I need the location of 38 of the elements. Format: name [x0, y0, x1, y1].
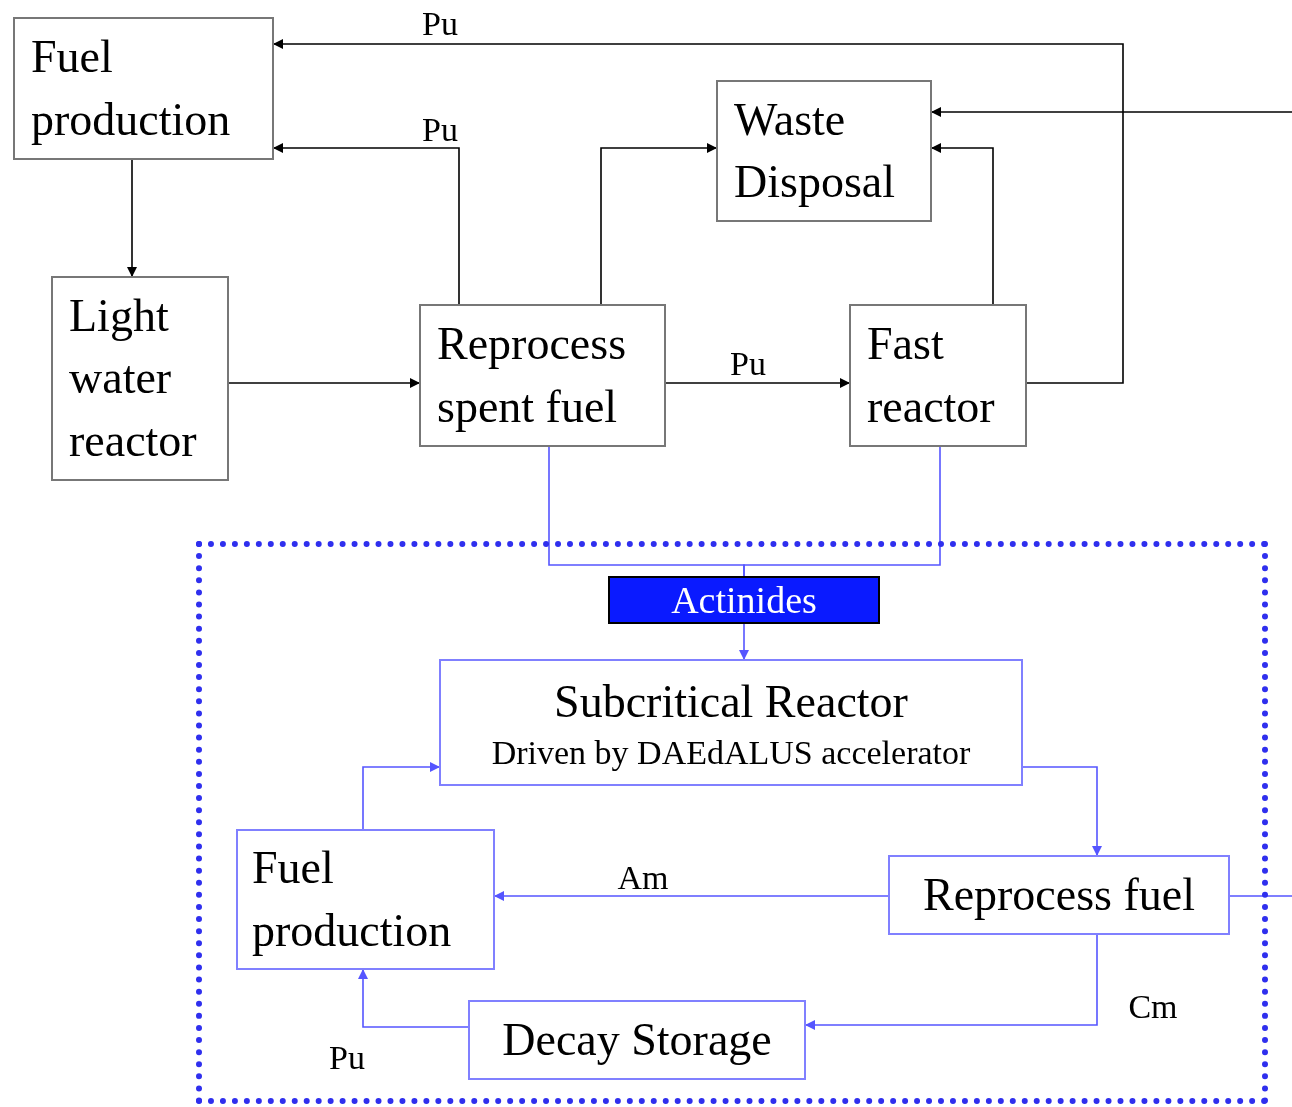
arrow [1022, 766, 1102, 856]
process-box [849, 304, 1027, 447]
node-text: Actinides [671, 581, 817, 619]
arrow [228, 378, 420, 388]
node-text: Subcritical Reactor [554, 675, 908, 730]
dotted-group-frame [196, 541, 1268, 1104]
node-text: Fuel production [31, 30, 232, 147]
process-box [13, 17, 274, 160]
arrow [931, 143, 994, 305]
connector-line [1229, 895, 1292, 897]
arrow [273, 143, 460, 305]
arrow [931, 107, 1292, 117]
node-text: Reprocess fuel [922, 867, 1196, 922]
arrow [600, 143, 717, 305]
process-box [236, 829, 495, 970]
arrow [665, 378, 850, 388]
arrow [805, 934, 1098, 1030]
arrow [127, 159, 137, 277]
node-subtext: Driven by DAEdALUS accelerator [491, 733, 971, 774]
node-text: Fast reactor [867, 317, 996, 434]
arrow [362, 762, 440, 830]
process-box [439, 659, 1023, 786]
process-box [716, 80, 932, 222]
process-box [888, 855, 1230, 935]
node-text: Fuel production [252, 841, 453, 958]
node-text: Reprocess spent fuel [437, 317, 628, 434]
connector-line [743, 446, 941, 577]
process-box [468, 1000, 806, 1080]
arrow [494, 891, 889, 901]
arrow [273, 39, 1124, 384]
arrow [358, 969, 469, 1028]
node-text: Light water reactor [69, 289, 198, 468]
node-text: Decay Storage [502, 1012, 772, 1067]
node-text: Waste Disposal [734, 92, 896, 209]
process-box [419, 304, 666, 447]
process-box [51, 276, 229, 481]
arrow [739, 623, 749, 660]
label-box [608, 576, 880, 624]
